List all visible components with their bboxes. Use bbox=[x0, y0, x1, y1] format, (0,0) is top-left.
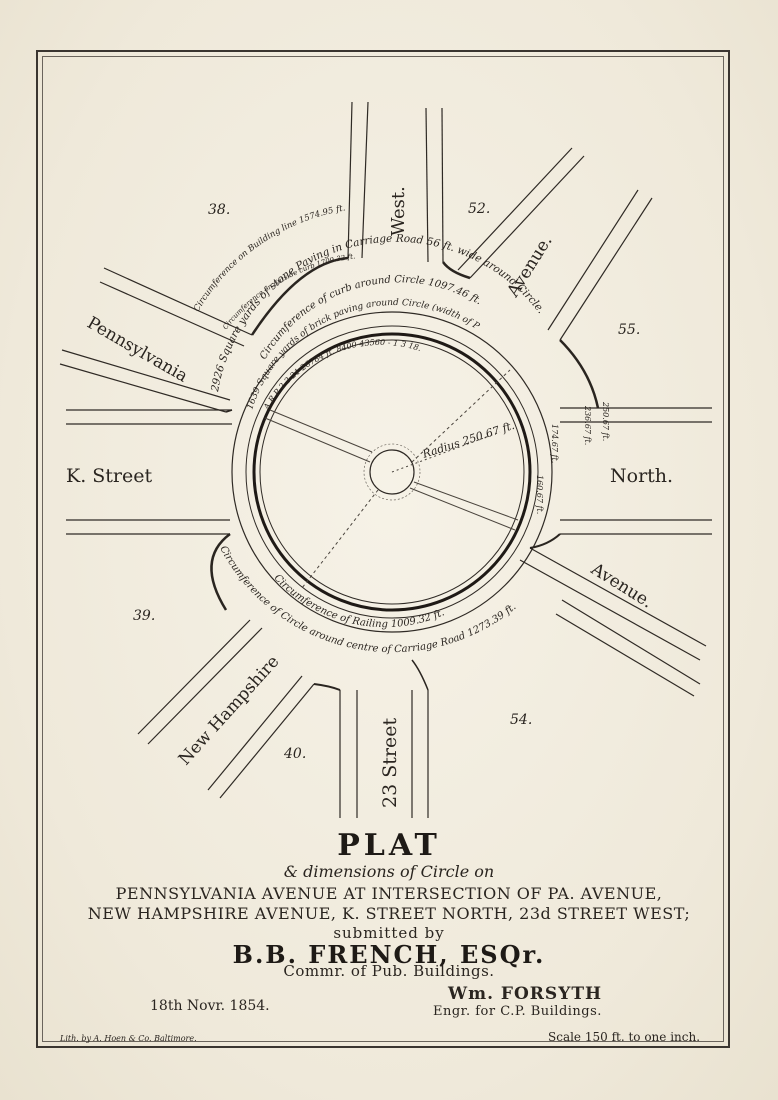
engineer-title: Engr. for C.P. Buildings. bbox=[433, 1004, 602, 1019]
scale-note: Scale 150 ft. to one inch. bbox=[548, 1030, 701, 1044]
map-border bbox=[36, 50, 730, 1048]
inner-railing-ring bbox=[259, 339, 525, 605]
radius-label: Radius 250.67 ft. bbox=[420, 419, 516, 461]
pavement-ring bbox=[245, 325, 539, 619]
carriage-centre-annotation: Circumference of Circle around centre of… bbox=[217, 544, 518, 655]
street-label-west: West. bbox=[388, 186, 409, 236]
street-label-avenue-ne: Avenue. bbox=[503, 232, 557, 302]
corner-curbs bbox=[210, 256, 600, 691]
street-label-new-hampshire: New Hampshire bbox=[175, 652, 284, 770]
square-52: 52. bbox=[468, 201, 490, 217]
outer-carriage-ring bbox=[231, 311, 553, 633]
radius-160-label: 160.67 ft. bbox=[535, 475, 544, 514]
title-line-1: PENNSYLVANIA AVENUE AT INTERSECTION OF P… bbox=[115, 884, 663, 903]
west-street-right-curb bbox=[425, 107, 429, 263]
engineer-name: Wm. FORSYTH bbox=[448, 984, 603, 1004]
west-street-left-curb bbox=[347, 101, 353, 259]
railing-ring bbox=[252, 332, 532, 612]
radius-250-label: 250.67 ft. bbox=[601, 401, 610, 441]
square-38: 38. bbox=[208, 202, 230, 218]
pennsylvania-avenue-lower-curb bbox=[61, 349, 231, 401]
avenue-northeast-curb bbox=[457, 147, 573, 271]
title-dimensions: & dimensions of Circle on bbox=[283, 862, 495, 881]
square-54: 54. bbox=[510, 712, 532, 728]
square-55: 55. bbox=[618, 322, 640, 338]
title-line-2: NEW HAMPSHIRE AVENUE, K. STREET NORTH, 2… bbox=[87, 904, 691, 923]
plat-title: PLAT bbox=[337, 828, 441, 863]
street-label-north: North. bbox=[610, 465, 673, 487]
radius-annotations: Radius 250.67 ft. 160.67 ft. 174.67 ft. … bbox=[420, 401, 610, 514]
circle-rings bbox=[231, 311, 553, 633]
lithographer-credit: Lith. by A. Hoen & Co. Baltimore. bbox=[60, 1034, 197, 1043]
street-label-k-street: K. Street bbox=[66, 465, 152, 487]
radius-174-label: 174.67 ft. bbox=[550, 424, 559, 463]
circle-paths bbox=[264, 369, 519, 589]
street-label-23-street: 23 Street bbox=[379, 718, 401, 808]
plat-date: 18th Novr. 1854. bbox=[150, 998, 270, 1014]
pennsylvania-avenue-upper-curb bbox=[103, 267, 253, 336]
centre-circle bbox=[369, 449, 415, 495]
square-40: 40. bbox=[283, 746, 306, 762]
pennsylvania-avenue-southeast-curb bbox=[519, 559, 701, 661]
map-inner-border bbox=[42, 56, 724, 1042]
title-submitted-by: submitted by bbox=[333, 924, 445, 942]
square-39: 39. bbox=[133, 608, 155, 624]
title-commissioner: Commr. of Pub. Buildings. bbox=[283, 962, 495, 980]
new-hampshire-avenue-curb bbox=[137, 619, 251, 735]
title-name: B.B. FRENCH, ESQr. bbox=[232, 940, 546, 969]
radius-236-label: 236.67 ft. bbox=[583, 405, 592, 445]
square-numbers: 38. 52. 55. 39. 40. 54. bbox=[133, 201, 640, 762]
street-lines bbox=[59, 101, 712, 818]
